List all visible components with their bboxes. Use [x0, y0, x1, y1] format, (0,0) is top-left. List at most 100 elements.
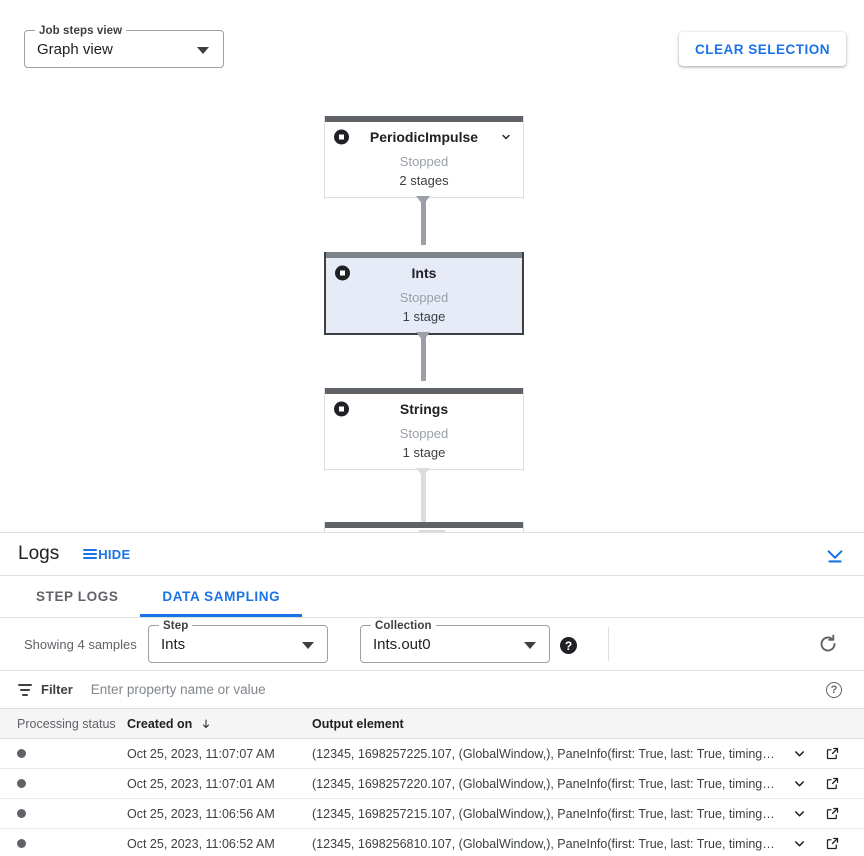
table-body: Oct 25, 2023, 11:07:07 AM(12345, 1698257… — [0, 739, 864, 856]
clear-selection-button[interactable]: CLEAR SELECTION — [678, 32, 846, 66]
node-title: Ints — [411, 265, 437, 281]
node-stages: 1 stage — [402, 309, 446, 324]
chevron-down-icon — [197, 47, 209, 54]
expand-row-chevron-down-icon[interactable] — [792, 836, 807, 851]
graph-edge — [421, 469, 426, 523]
open-in-new-icon[interactable] — [825, 806, 840, 821]
help-icon[interactable]: ? — [560, 637, 577, 654]
node-status: Stopped — [399, 154, 449, 169]
help-icon[interactable]: ? — [826, 682, 842, 698]
node-header: PeriodicImpulse — [325, 122, 523, 152]
cell-output-element: (12345, 1698256810.107, (GlobalWindow,),… — [312, 836, 775, 851]
chevron-down-icon — [302, 642, 314, 649]
table-row[interactable]: Oct 25, 2023, 11:06:56 AM (12345, 1698257… — [0, 799, 864, 829]
showing-samples-label: Showing 4 samples — [24, 636, 137, 652]
panel-resize-handle[interactable] — [418, 530, 446, 532]
node-header: Ints — [326, 258, 522, 288]
collapse-panel-icon[interactable] — [824, 544, 846, 566]
node-status-bar — [326, 252, 522, 258]
step-select[interactable]: Step Ints — [148, 619, 328, 663]
filter-list-icon — [18, 683, 32, 696]
cell-created-on: Oct 25, 2023, 11:07:01 AM — [127, 776, 275, 791]
cell-row-actions — [792, 776, 864, 791]
step-select-value: Ints — [161, 636, 186, 653]
cell-created-on: Oct 25, 2023, 11:06:52 AM — [127, 836, 275, 851]
stop-icon — [334, 401, 349, 417]
open-in-new-icon[interactable] — [825, 746, 840, 761]
sort-descending-icon — [200, 717, 212, 731]
node-status: Stopped — [399, 426, 449, 441]
cell-created-on: Oct 25, 2023, 11:06:56 AM — [127, 806, 275, 821]
hide-logs-button[interactable]: HIDE — [83, 547, 130, 562]
graph-edge-arrow-icon — [416, 196, 430, 205]
collection-select[interactable]: Collection Ints.out0 ? — [360, 619, 577, 663]
data-sampling-table: Processing status Created on Output elem… — [0, 709, 864, 856]
node-title: Strings — [399, 401, 449, 417]
logs-header: Logs HIDE — [0, 533, 864, 576]
list-icon — [83, 549, 98, 559]
graph-edge — [421, 333, 426, 381]
cell-processing-status — [0, 779, 127, 788]
logs-panel: Logs HIDE STEP LOGS DATA SAMPLING Showin… — [0, 533, 864, 856]
table-row[interactable]: Oct 25, 2023, 11:07:01 AM (12345, 1698257… — [0, 769, 864, 799]
graph-edge — [421, 197, 426, 245]
node-status-bar — [325, 116, 523, 122]
job-steps-view-select[interactable]: Job steps view Graph view — [24, 24, 224, 68]
stop-icon — [334, 129, 349, 145]
logs-title: Logs — [18, 543, 60, 564]
expand-row-chevron-down-icon[interactable] — [792, 806, 807, 821]
cell-row-actions — [792, 746, 864, 761]
node-stages: 1 stage — [402, 445, 446, 460]
graph-node-strings[interactable]: Strings Stopped 1 stage — [324, 388, 524, 470]
chevron-down-icon[interactable] — [499, 130, 513, 144]
status-dot-icon — [17, 809, 26, 818]
job-graph-panel: Job steps view Graph view CLEAR SELECTIO… — [0, 0, 864, 533]
chevron-down-icon — [524, 642, 536, 649]
cell-output-element: (12345, 1698257220.107, (GlobalWindow,),… — [312, 776, 775, 791]
graph-edge-arrow-icon — [416, 332, 430, 341]
logs-tabs: STEP LOGS DATA SAMPLING — [0, 576, 864, 618]
column-header-created-on-label: Created on — [127, 716, 193, 731]
node-title: PeriodicImpulse — [369, 129, 479, 145]
collection-select-value: Ints.out0 — [373, 636, 431, 653]
graph-node-periodicimpulse[interactable]: PeriodicImpulse Stopped 2 stages — [324, 116, 524, 198]
node-header: Strings — [325, 394, 523, 424]
tab-data-sampling[interactable]: DATA SAMPLING — [140, 576, 303, 617]
node-status: Stopped — [399, 290, 449, 305]
cell-processing-status — [0, 839, 127, 848]
cell-processing-status — [0, 809, 127, 818]
table-row[interactable]: Oct 25, 2023, 11:07:07 AM(12345, 1698257… — [0, 739, 864, 769]
open-in-new-icon[interactable] — [825, 836, 840, 851]
job-steps-view-label: Job steps view — [35, 24, 127, 38]
column-header-created-on[interactable]: Created on — [127, 717, 312, 731]
cell-row-actions — [792, 806, 864, 821]
status-dot-icon — [17, 779, 26, 788]
cell-output-element: (12345, 1698257215.107, (GlobalWindow,),… — [312, 806, 775, 821]
column-header-output-element[interactable]: Output element — [312, 716, 404, 731]
filter-bar: Filter ? — [0, 671, 864, 709]
open-in-new-icon[interactable] — [825, 776, 840, 791]
column-header-processing-status[interactable]: Processing status — [17, 716, 116, 731]
graph-node-ints[interactable]: Ints Stopped 1 stage — [324, 252, 524, 335]
cell-row-actions — [792, 836, 864, 851]
status-dot-icon — [17, 839, 26, 848]
table-row[interactable]: Oct 25, 2023, 11:06:52 AM (12345, 1698256… — [0, 829, 864, 856]
node-status-bar — [325, 388, 523, 394]
job-steps-view-value: Graph view — [37, 41, 113, 58]
expand-row-chevron-down-icon[interactable] — [792, 776, 807, 791]
collection-select-label: Collection — [371, 619, 436, 633]
tab-step-logs[interactable]: STEP LOGS — [36, 589, 119, 604]
cell-processing-status — [0, 749, 127, 758]
status-dot-icon — [17, 749, 26, 758]
expand-row-chevron-down-icon[interactable] — [792, 746, 807, 761]
stop-icon — [335, 265, 350, 281]
step-select-label: Step — [159, 619, 193, 633]
hide-logs-label: HIDE — [98, 546, 131, 562]
filter-input[interactable] — [88, 681, 846, 698]
table-header-row: Processing status Created on Output elem… — [0, 709, 864, 739]
graph-node-partial[interactable] — [324, 522, 524, 532]
cell-output-element: (12345, 1698257225.107, (GlobalWindow,),… — [312, 746, 775, 761]
refresh-icon[interactable] — [816, 632, 840, 656]
graph-edge-arrow-icon — [416, 468, 430, 477]
